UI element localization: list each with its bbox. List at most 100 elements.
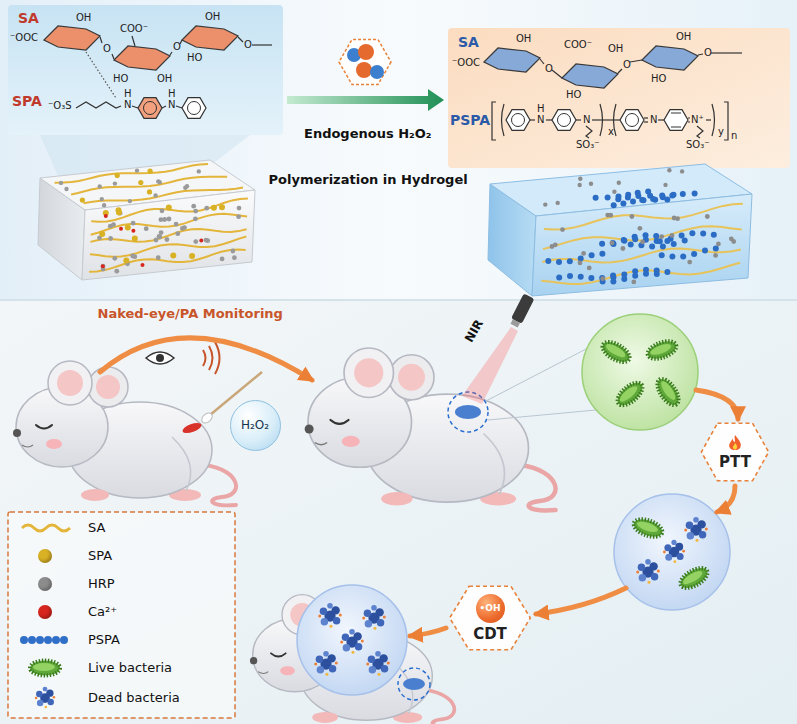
sugar-ring <box>44 26 100 50</box>
pspa-bead <box>692 191 698 197</box>
hrp-dot <box>128 199 132 203</box>
hrp-dot <box>589 182 593 186</box>
hrp-dot <box>675 216 680 221</box>
chem-bond <box>112 54 114 59</box>
pspa-bead <box>691 251 697 257</box>
hrp-dot <box>135 168 139 172</box>
pspa-bead <box>702 248 708 254</box>
hrp-dot <box>612 190 616 194</box>
pspa-bead <box>611 202 617 208</box>
aromatic-circle <box>626 114 639 127</box>
art-g <box>44 26 742 140</box>
chem-bond <box>618 69 622 73</box>
chem-atom-label: O <box>545 64 553 74</box>
hrp-dot <box>153 193 157 197</box>
chem-atom-label: N⁺ <box>691 115 704 125</box>
hrp-dot <box>231 249 236 254</box>
alkyl-chain <box>697 126 703 138</box>
pspa-bead <box>610 240 616 246</box>
pspa-bead <box>657 238 663 244</box>
sugar-ring <box>182 26 238 50</box>
dead-bacterium <box>684 517 708 542</box>
pspa-bead <box>649 244 655 250</box>
chem-atom-label: H <box>168 89 176 99</box>
hrp-dot <box>174 222 179 227</box>
chem-bond <box>170 52 172 55</box>
legend-text: HRP <box>88 576 115 592</box>
chem-atom-label: COO⁻ <box>564 40 592 50</box>
art-circle <box>36 636 44 644</box>
hrp-dot <box>159 230 164 235</box>
pspa-bead <box>589 252 595 258</box>
pspa-bead <box>671 192 677 198</box>
chem-atom-label: y <box>718 127 724 137</box>
chem-atom-label: O <box>623 60 631 70</box>
hrp-dot <box>600 276 605 281</box>
live-bacterium <box>631 516 664 540</box>
hrp-dot <box>102 203 106 207</box>
chem-bond <box>552 70 562 78</box>
spa-dot <box>189 253 195 259</box>
art-line <box>0 299 797 301</box>
pspa-bead <box>700 230 706 236</box>
pspa-bead <box>669 254 675 260</box>
hrp-dot <box>204 206 209 211</box>
art-path <box>712 104 715 136</box>
hrp-dot <box>663 183 667 187</box>
spa-dot <box>148 169 153 174</box>
hrp-dot <box>587 266 592 271</box>
hrp-dot <box>729 236 734 241</box>
chem-atom-label: SO₃⁻ <box>576 140 600 150</box>
calcium-dot <box>101 264 105 268</box>
live-bacterium <box>653 375 682 408</box>
node-text: H₂O₂ <box>241 418 269 432</box>
hrp-dot <box>687 260 692 265</box>
alginate-strand <box>543 226 742 249</box>
pspa-bead <box>711 232 717 238</box>
chem-atom-label: N <box>583 115 590 125</box>
hrp-dot <box>705 214 710 219</box>
art-ellipse <box>455 405 481 419</box>
pspa-bead <box>588 275 594 281</box>
dead-bacterium <box>362 605 386 630</box>
chem-bond <box>576 119 581 120</box>
chem-bond <box>238 37 243 42</box>
hrp-dot <box>193 216 198 221</box>
art-circle <box>297 585 407 695</box>
chem-bond <box>644 121 648 122</box>
art-path <box>203 350 206 366</box>
live-bacterium <box>599 338 632 366</box>
chem-atom-label: COO⁻ <box>120 24 148 34</box>
alginate-strand <box>90 229 246 242</box>
art-polygon <box>532 194 752 296</box>
hrp-dot <box>111 222 116 227</box>
art-rect <box>8 5 283 135</box>
therapy-hexagon: PTT <box>700 422 770 482</box>
pspa-bead <box>578 256 584 262</box>
art-circle <box>582 314 698 430</box>
legend-text: PSPA <box>88 632 120 648</box>
art-circle <box>52 636 60 644</box>
pspa-bead <box>628 242 634 248</box>
chem-bond <box>706 119 711 120</box>
node-text: PTT <box>719 454 751 471</box>
alginate-strand <box>55 164 208 183</box>
hrp-dot <box>608 213 613 218</box>
aromatic-circle <box>512 114 525 127</box>
pspa-bead <box>611 241 617 247</box>
art-polygon <box>82 190 255 280</box>
hrp-dot <box>621 246 626 251</box>
hrp-dot <box>193 239 198 244</box>
chem-atom-label: O <box>173 42 181 52</box>
hrp-dot <box>154 238 159 243</box>
hrp-dot <box>640 240 645 245</box>
chem-bond <box>252 44 272 45</box>
legend-text: SA <box>88 520 105 536</box>
radical-circle: •OH <box>476 594 505 623</box>
art-circle <box>44 636 52 644</box>
aromatic-circle <box>144 102 157 115</box>
spa-dot <box>115 173 120 178</box>
node-text: SA <box>18 10 39 26</box>
hrp-dot <box>220 257 225 262</box>
